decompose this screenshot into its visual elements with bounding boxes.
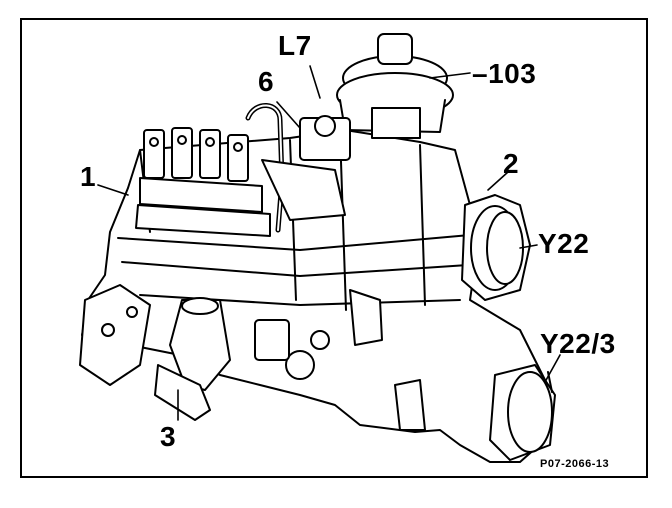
leader-103	[429, 72, 471, 79]
callout-3: 3	[160, 421, 177, 452]
callout-y22: Y22	[538, 228, 590, 259]
callout-l7: L7	[278, 30, 312, 61]
mounting-bracket	[79, 284, 151, 386]
callout-6: 6	[258, 66, 275, 97]
callout-2: 2	[503, 148, 520, 179]
callout-1: 1	[80, 161, 97, 192]
injector-stack	[135, 127, 271, 237]
leader-lines	[97, 65, 561, 421]
pipe-assembly	[245, 103, 351, 233]
callout-103: –103	[472, 58, 537, 89]
figure-id: P07-2066-13	[540, 458, 610, 470]
center-fittings	[254, 289, 426, 431]
leader-y22-3	[544, 354, 561, 383]
callout-103-number: 103	[488, 58, 537, 89]
inlet-fitting	[154, 297, 231, 421]
governor-housing	[461, 194, 531, 301]
vacuum-actuator	[336, 33, 454, 139]
callout-y22-3: Y22/3	[540, 328, 616, 359]
leader-1	[97, 184, 129, 196]
leader-2	[487, 171, 509, 191]
leader-6	[276, 101, 301, 129]
leader-l7	[309, 65, 321, 99]
y22-3-solenoid	[489, 364, 556, 461]
leader-y22	[519, 244, 538, 249]
